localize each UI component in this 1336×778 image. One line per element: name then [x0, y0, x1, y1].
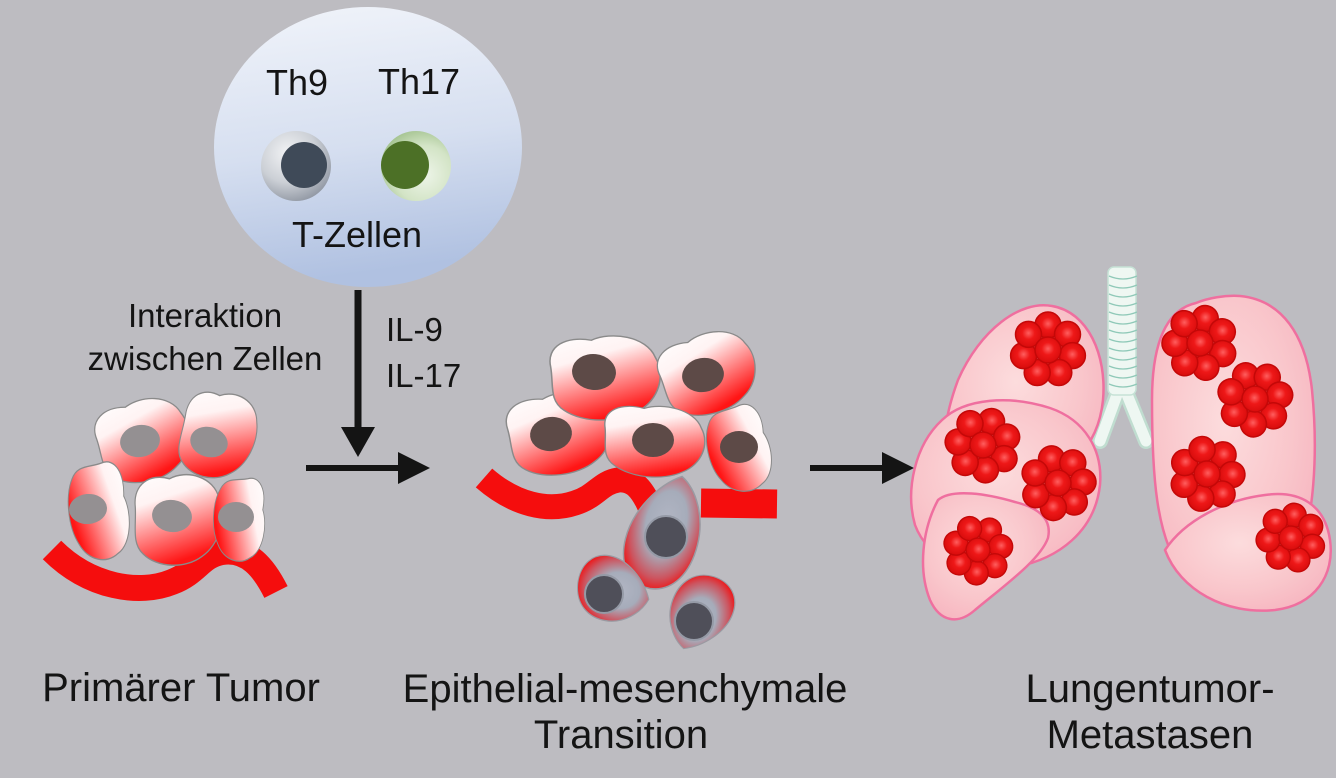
arrow-right-icon-2	[810, 452, 914, 484]
emt-group	[475, 323, 778, 661]
tumor-cell-nucleus	[69, 493, 107, 525]
lungs-group	[909, 266, 1332, 621]
tumor-cell-nucleus	[152, 499, 192, 533]
il9-label: IL-9	[386, 311, 443, 348]
emt-epithelial-nucleus	[682, 357, 724, 393]
interaction-line1: Interaktion	[128, 297, 282, 334]
mesenchymal-nucleus	[674, 601, 714, 641]
tcell-circle	[214, 7, 522, 287]
emt-label-line1: Epithelial-mesenchymale	[403, 667, 848, 711]
th17-label: Th17	[378, 61, 460, 102]
mesenchymal-nucleus	[644, 515, 688, 559]
th9-cell-nucleus	[281, 142, 327, 188]
arrow-right-icon-1	[306, 452, 430, 484]
mesenchymal-nucleus	[584, 574, 624, 614]
emt-epithelial-nucleus	[572, 353, 616, 391]
emt-epithelial-nucleus	[530, 416, 572, 452]
metastases-label-line2: Metastasen	[1047, 713, 1254, 757]
tumor-cell-nucleus	[218, 502, 254, 532]
interaction-label: Interaktion zwischen Zellen	[88, 297, 323, 377]
basement-membrane-broken-left	[475, 467, 662, 520]
tumor-cell-nucleus	[190, 426, 228, 458]
basement-membrane	[42, 538, 288, 601]
emt-epithelial-nucleus	[720, 431, 758, 463]
primary-tumor-label: Primärer Tumor	[42, 666, 320, 710]
emt-label-line2: Transition	[534, 713, 708, 757]
emt-epithelial-nucleus	[632, 423, 674, 457]
th17-cell-nucleus	[381, 141, 429, 189]
tumor-cell-nucleus	[120, 424, 160, 458]
tcell-circle-group: Th9 Th17 T-Zellen	[214, 7, 522, 287]
tcell-caption: T-Zellen	[292, 214, 422, 255]
cytokine-labels: IL-9 IL-17	[386, 311, 461, 394]
interaction-line2: zwischen Zellen	[88, 340, 323, 377]
primary-tumor-group	[42, 381, 288, 601]
arrow-down-icon	[341, 290, 375, 457]
il17-label: IL-17	[386, 357, 461, 394]
basement-membrane-broken-right	[700, 488, 778, 519]
metastases-label-line1: Lungentumor-	[1025, 667, 1274, 711]
th9-label: Th9	[266, 62, 328, 103]
trachea	[1092, 266, 1154, 449]
trachea-rings	[1108, 275, 1138, 388]
